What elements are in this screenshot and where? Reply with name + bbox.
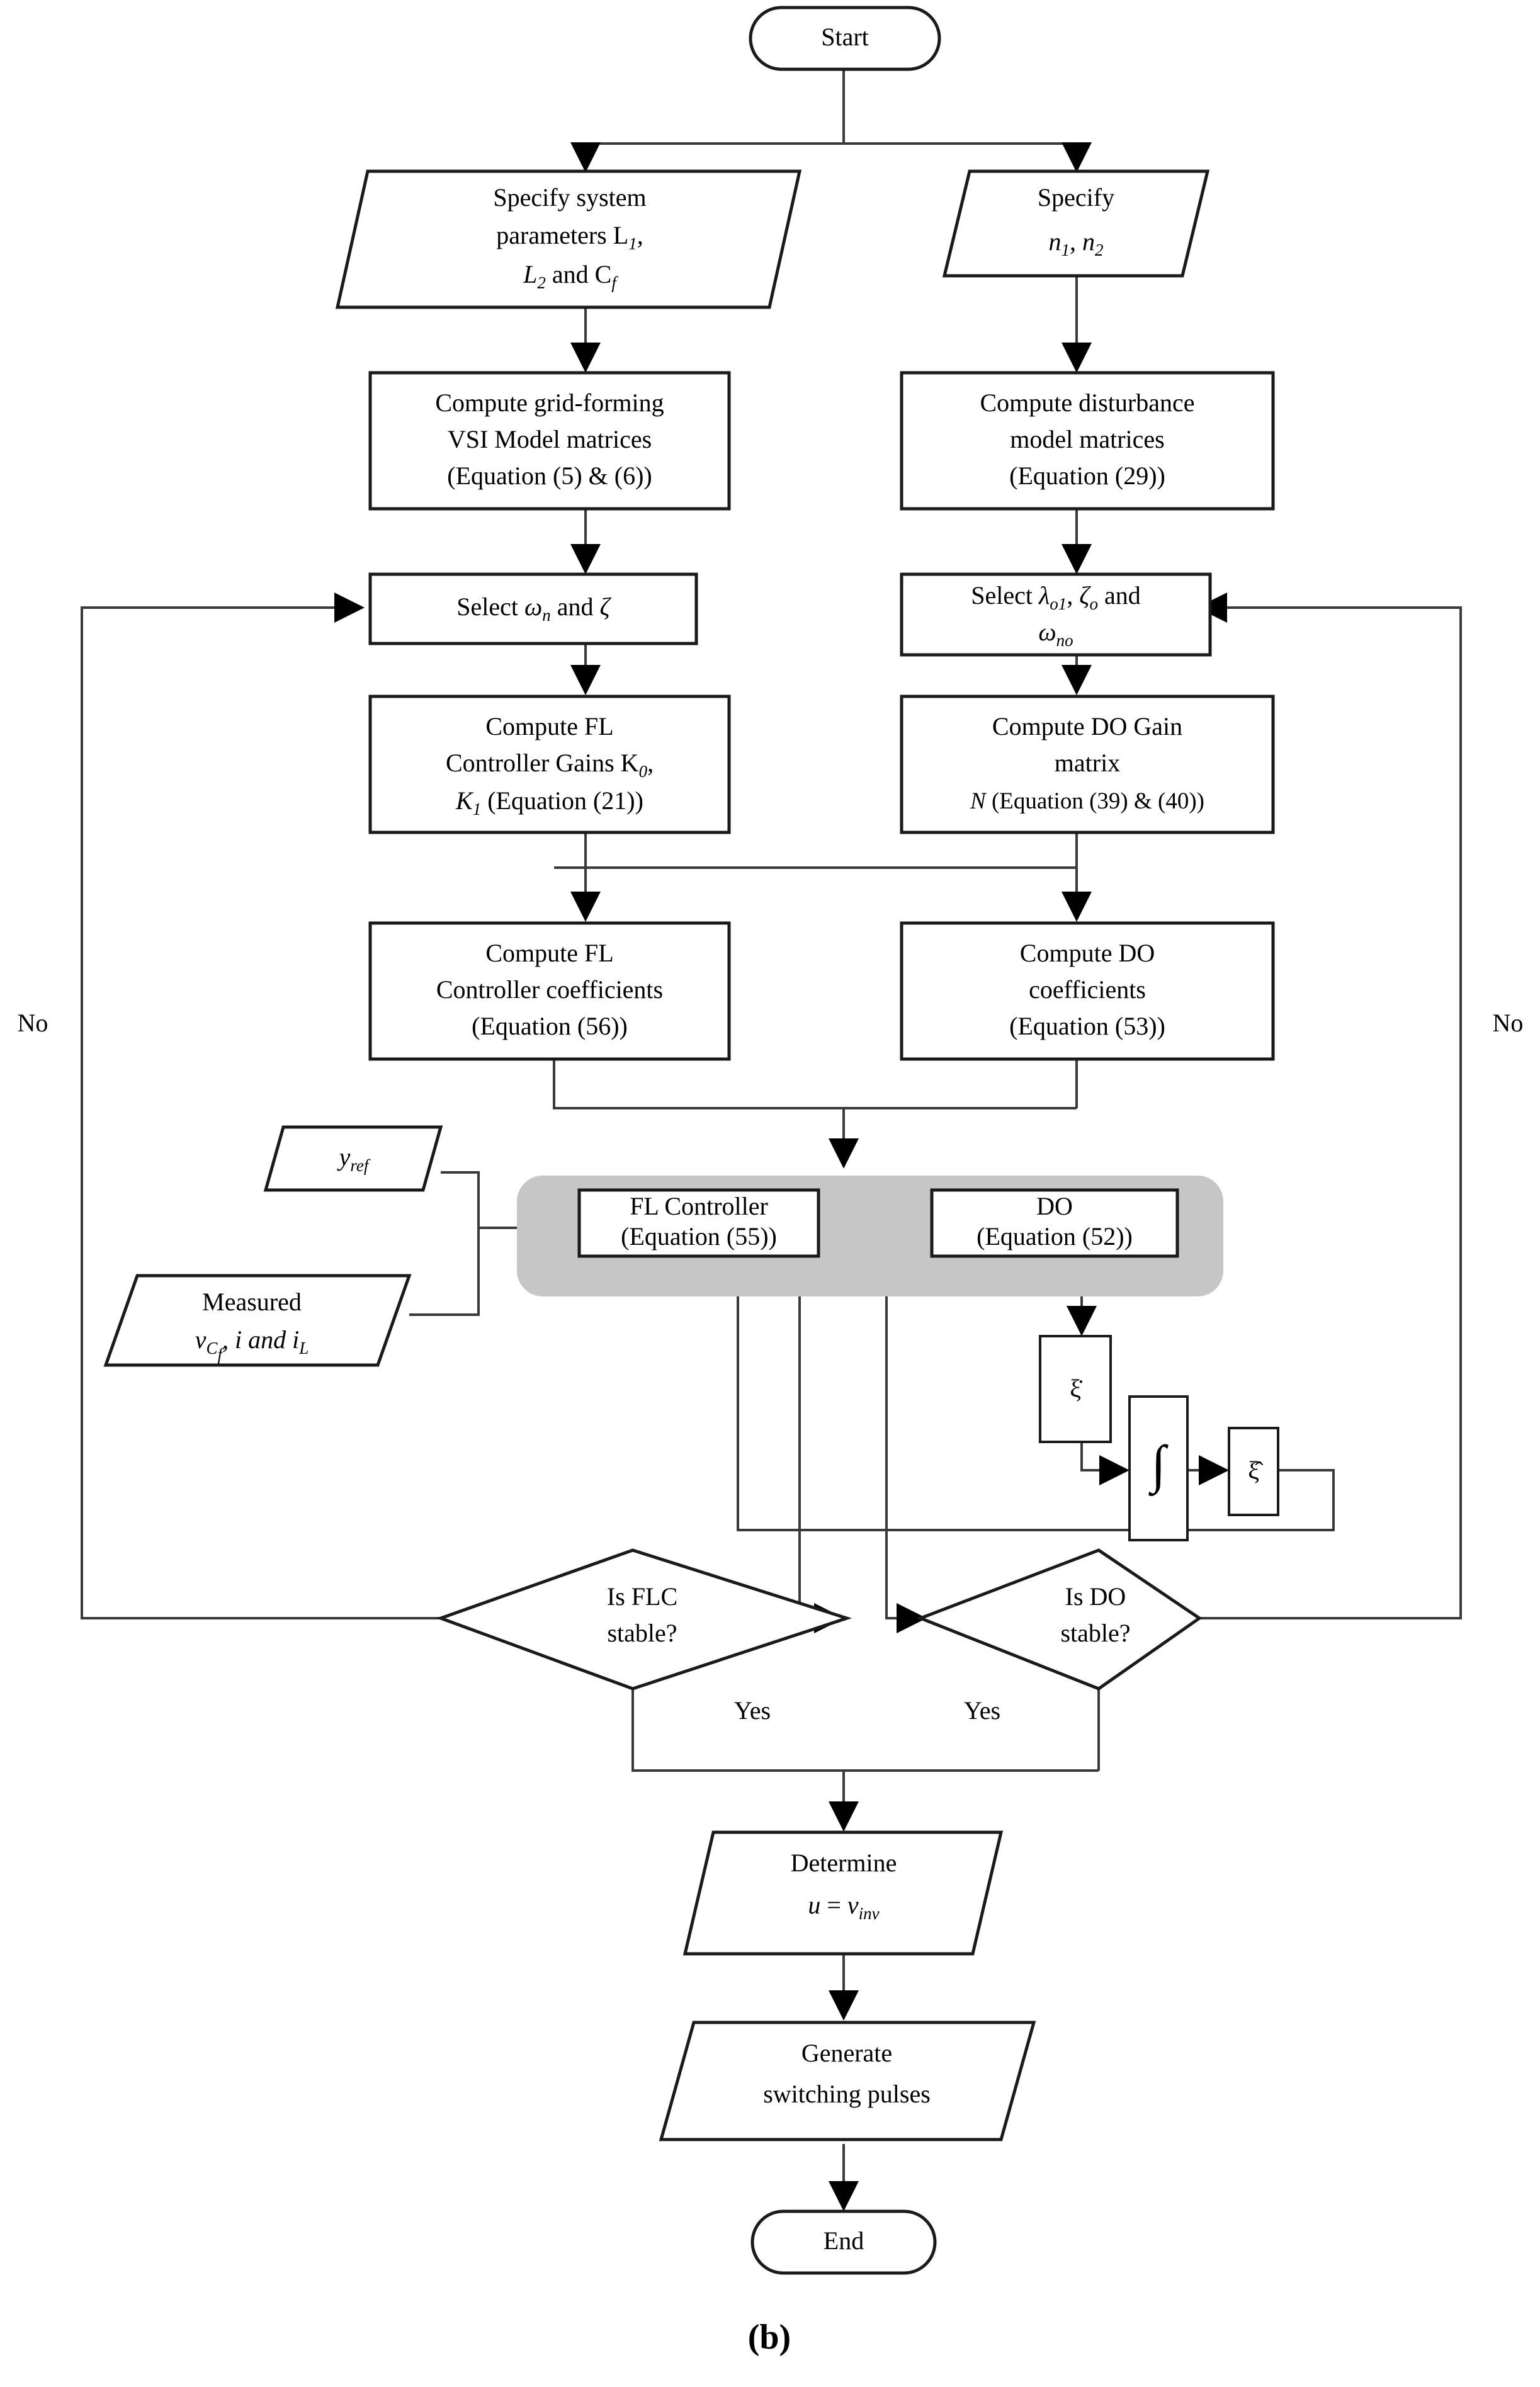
do-coeff-line3: (Equation (53)) — [1009, 1012, 1165, 1040]
node-y-ref[interactable]: yref — [263, 1125, 443, 1192]
select-lambda-line1: Select λo1, ζo and — [971, 581, 1141, 613]
is-do-stable-line1: Is DO — [1065, 1582, 1126, 1611]
compute-dist-line2: model matrices — [1010, 425, 1164, 453]
node-select-wn-zeta[interactable]: Select ωn and ζ — [368, 572, 698, 645]
measured-line2: vCf, i and iL — [195, 1325, 309, 1364]
do-gain-line3: N (Equation (39) & (40)) — [970, 788, 1204, 814]
generate-line1: Generate — [801, 2039, 892, 2067]
node-xi-hat[interactable]: ξ̂ — [1228, 1427, 1279, 1516]
edge-xihat-feedback — [723, 1263, 1335, 1531]
edge-do-no-loop — [1196, 592, 1462, 1619]
node-is-flc-stable[interactable]: Is FLC stable? — [436, 1548, 852, 1691]
edge-start-split — [570, 69, 1092, 173]
node-measured-inputs[interactable]: Measured vCf, i and iL — [103, 1274, 412, 1367]
fl-coeff-line1: Compute FL — [485, 939, 613, 967]
node-specify-system-parameters[interactable]: Specify system parameters L1, L2 and Cf — [335, 169, 802, 309]
specify-system-line2: parameters L1, — [496, 221, 643, 253]
edge-xidot-to-integrator — [1080, 1442, 1130, 1485]
node-xi-dot[interactable]: ξ̇ — [1039, 1335, 1112, 1443]
node-compute-do-gain[interactable]: Compute DO Gain matrix N (Equation (39) … — [900, 695, 1275, 834]
node-determine-u[interactable]: Determine u = vinv — [682, 1830, 1004, 1956]
node-select-lambda-zeta-omega[interactable]: Select λo1, ζo and ωno — [900, 572, 1212, 657]
edge-dogain-bus — [554, 832, 1092, 922]
node-compute-fl-gains[interactable]: Compute FL Controller Gains K0, K1 (Equa… — [368, 695, 731, 834]
fl-gains-line2: Controller Gains K0, — [446, 749, 654, 781]
node-start[interactable]: Start — [749, 6, 941, 71]
node-end-label: End — [824, 2226, 864, 2255]
compute-vsi-line3: (Equation (5) & (6)) — [447, 462, 652, 490]
select-lambda-line2: ωno — [1038, 618, 1073, 650]
select-wn-label: Select ωn and ζ — [456, 592, 611, 625]
generate-line2: switching pulses — [763, 2080, 931, 2108]
edge-flcontroller-to-flcdecision — [798, 1256, 844, 1633]
compute-dist-line3: (Equation (29)) — [1009, 462, 1165, 490]
node-end[interactable]: End — [750, 2209, 937, 2275]
measured-line1: Measured — [202, 1288, 302, 1316]
edge-do-to-dodecision — [885, 1256, 927, 1633]
node-do[interactable]: DO (Equation (52)) — [930, 1188, 1179, 1258]
do-coeff-line2: coefficients — [1029, 975, 1146, 1004]
y-ref-label: yref — [337, 1143, 371, 1175]
specify-system-line3: L2 and Cf — [523, 260, 618, 292]
node-fl-controller[interactable]: FL Controller (Equation (55)) — [577, 1188, 820, 1258]
fl-gains-line1: Compute FL — [485, 712, 613, 740]
is-do-stable-line2: stable? — [1060, 1619, 1130, 1647]
node-integrator[interactable]: ∫ — [1128, 1395, 1189, 1541]
integrator-label: ∫ — [1148, 1435, 1169, 1496]
determine-line2: u = vinv — [808, 1891, 879, 1923]
specify-n-line2: n1, n2 — [1049, 227, 1104, 259]
edge-label-no-left: No — [18, 1009, 48, 1037]
determine-line1: Determine — [791, 1849, 897, 1877]
node-compute-disturbance-matrices[interactable]: Compute disturbance model matrices (Equa… — [900, 371, 1275, 511]
do-coeff-line1: Compute DO — [1020, 939, 1155, 967]
fl-coeff-line3: (Equation (56)) — [472, 1012, 628, 1040]
edge-flc-no-loop — [81, 592, 570, 1619]
node-compute-vsi-matrices[interactable]: Compute grid-forming VSI Model matrices … — [368, 371, 731, 511]
node-compute-do-coefficients[interactable]: Compute DO coefficients (Equation (53)) — [900, 921, 1275, 1061]
fl-gains-line3: K1 (Equation (21)) — [455, 786, 643, 819]
is-flc-stable-line1: Is FLC — [607, 1582, 677, 1611]
compute-vsi-line1: Compute grid-forming — [435, 388, 664, 417]
compute-dist-line1: Compute disturbance — [980, 388, 1194, 417]
xi-dot-label: ξ̇ — [1070, 1375, 1083, 1403]
do-line1: DO — [1036, 1192, 1073, 1220]
specify-n-line1: Specify — [1038, 183, 1114, 212]
fl-coeff-line2: Controller coefficients — [436, 975, 663, 1004]
node-start-label: Start — [821, 23, 869, 51]
node-generate-pulses[interactable]: Generate switching pulses — [659, 2021, 1036, 2141]
is-flc-stable-line2: stable? — [607, 1619, 677, 1647]
edge-label-yes-left: Yes — [734, 1696, 771, 1725]
node-is-do-stable[interactable]: Is DO stable? — [916, 1548, 1203, 1691]
edge-label-no-right: No — [1493, 1009, 1524, 1037]
edge-coeff-to-controlzone — [553, 1059, 1078, 1169]
compute-vsi-line2: VSI Model matrices — [448, 425, 652, 453]
node-specify-n[interactable]: Specify n1, n2 — [942, 169, 1210, 278]
edge-yes-merge — [631, 1687, 1100, 1832]
node-compute-fl-coefficients[interactable]: Compute FL Controller coefficients (Equa… — [368, 921, 731, 1061]
do-gain-line1: Compute DO Gain — [992, 712, 1182, 740]
fl-controller-line2: (Equation (55)) — [621, 1222, 777, 1250]
edge-label-yes-right: Yes — [964, 1696, 1000, 1725]
fl-controller-line1: FL Controller — [630, 1192, 768, 1220]
do-line2: (Equation (52)) — [977, 1222, 1133, 1250]
specify-system-line1: Specify system — [493, 183, 646, 212]
panel-label: (b) — [748, 2318, 791, 2357]
do-gain-line2: matrix — [1055, 749, 1120, 777]
